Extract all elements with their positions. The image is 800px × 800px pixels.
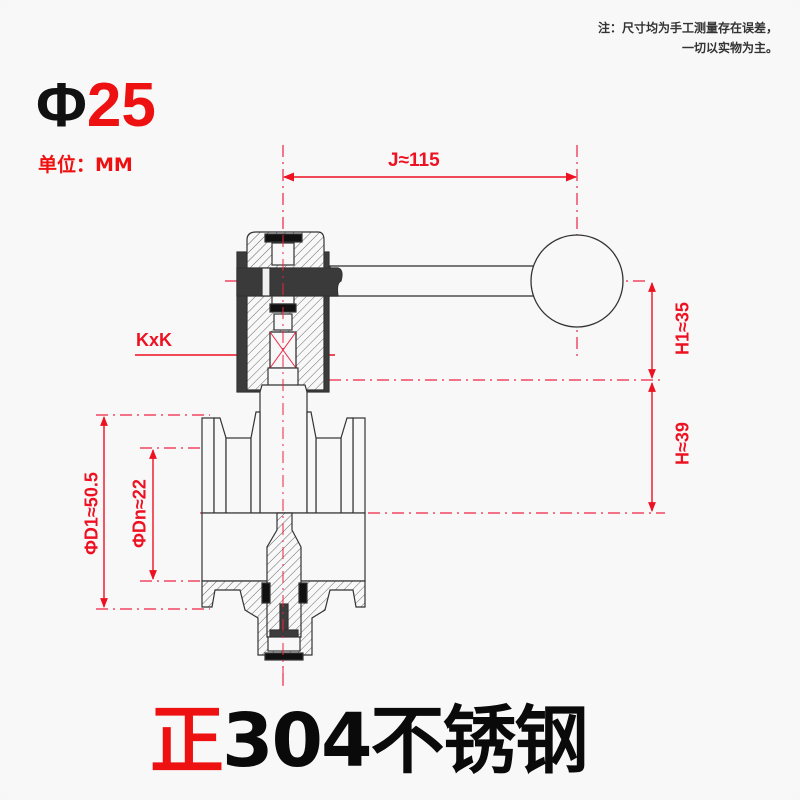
valve-body-upper <box>201 411 366 514</box>
measurement-note: 注：尺寸均为手工测量存在误差， 一切以实物为主。 <box>598 18 778 58</box>
handle-housing <box>236 231 343 393</box>
dimension-d1-dn <box>100 416 157 608</box>
note-line-2: 一切以实物为主。 <box>681 41 778 55</box>
diameter-symbol: Φ <box>36 71 87 140</box>
unit-label: 单位：MM <box>38 154 133 176</box>
material-highlight: 正 <box>150 698 224 784</box>
center-lines <box>96 145 665 690</box>
dim-label-h: H≈39 <box>672 422 693 465</box>
size-value: 25 <box>86 71 156 140</box>
material-text: 304不锈钢 <box>222 698 588 784</box>
handle-lever <box>329 234 624 328</box>
dim-label-h1: H1≈35 <box>672 302 693 355</box>
material-banner: 正304不锈钢 <box>150 696 588 786</box>
size-title: Φ25 <box>36 66 156 146</box>
dim-label-kxk: KxK <box>136 330 173 350</box>
note-line-1: 注：尺寸均为手工测量存在误差， <box>597 21 778 35</box>
dim-label-d1: ΦD1≈50.5 <box>81 472 102 555</box>
dim-label-j: J≈115 <box>388 150 440 171</box>
dim-label-dn: ΦDn≈22 <box>129 479 150 548</box>
